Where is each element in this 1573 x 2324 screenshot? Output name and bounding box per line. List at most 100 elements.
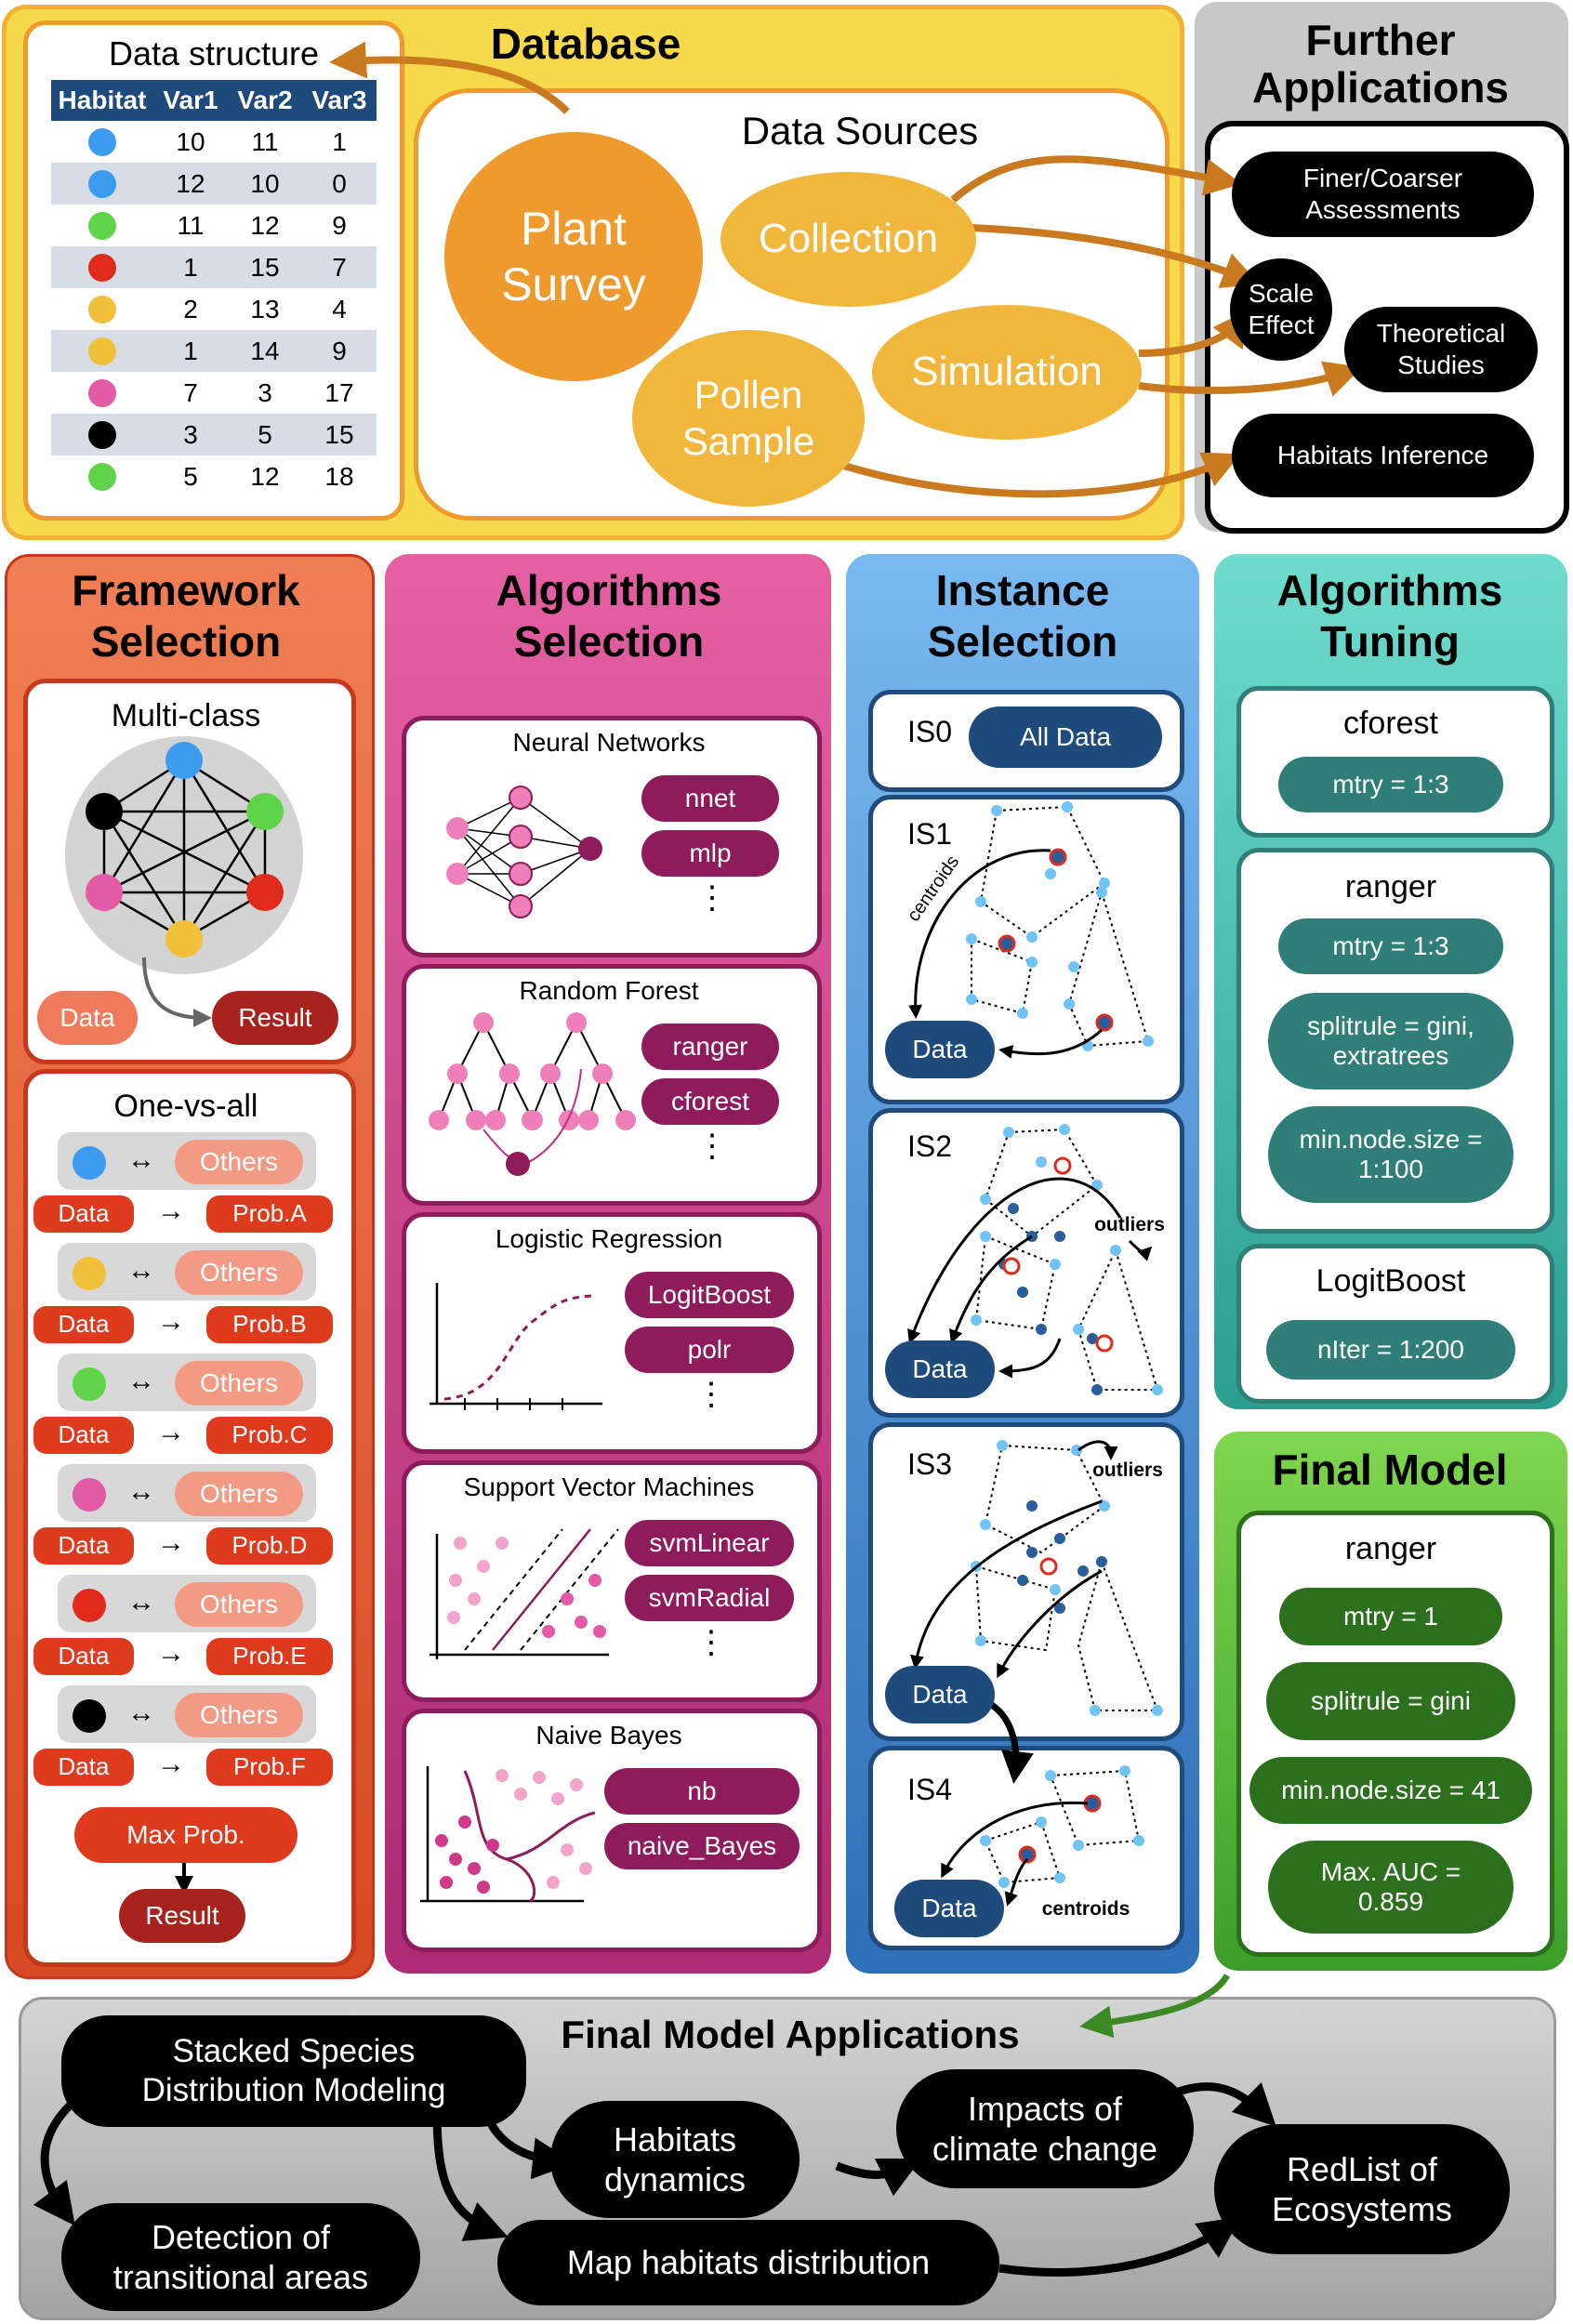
edge-simulation-to-scale <box>1138 309 1250 357</box>
data-point <box>1017 1008 1028 1019</box>
table-cell: 10 <box>250 168 280 198</box>
right-arrow-icon: → <box>157 1749 185 1779</box>
edge-collection-to-finer <box>950 155 1242 204</box>
table-header: Habitat Var1 Var2 Var3 <box>51 80 377 121</box>
ova-data-node: Data <box>33 1195 134 1233</box>
outlier-arrow <box>1077 1440 1118 1460</box>
table-cell: 13 <box>250 294 280 324</box>
tree-output-node <box>506 1152 530 1176</box>
cluster-outline <box>984 1445 1106 1554</box>
algo-group-title: Neural Networks <box>512 728 706 757</box>
tree-node <box>578 1110 599 1130</box>
data-point <box>971 1314 982 1326</box>
table-cell-habitat <box>51 462 153 491</box>
habitat-swatch <box>88 378 116 407</box>
table-cell: 4 <box>332 294 347 324</box>
map-distribution-node: Map habitats distribution <box>497 2220 999 2305</box>
table-cell: 15 <box>250 252 280 282</box>
kept-point <box>1026 1547 1038 1558</box>
kept-point <box>1091 1384 1103 1395</box>
nn-input-node <box>446 863 469 885</box>
climate-change-node: Impacts of climate change <box>896 2069 1194 2188</box>
habitats-dynamics-node: Habitats dynamics <box>550 2101 800 2218</box>
removed-centroid <box>1002 1257 1021 1275</box>
tree-vote-edge <box>524 1068 582 1165</box>
svm-point <box>575 1616 588 1629</box>
all-data-node: All Data <box>969 706 1162 768</box>
final-node-size-param: min.node.size = 41 <box>1249 1757 1532 1824</box>
tuning-ranger-title: ranger <box>1344 869 1437 905</box>
pair-arrow-icon: ↔ <box>127 1697 155 1728</box>
centroid-point <box>998 934 1016 953</box>
pair-arrow-icon: ↔ <box>127 1144 155 1175</box>
algo-group-title: Logistic Regression <box>495 1224 723 1253</box>
data-sources-title: Data Sources <box>741 109 979 152</box>
table-cell: 12 <box>176 168 205 198</box>
algo-method-pill: svmRadial <box>625 1575 794 1621</box>
data-point <box>975 896 986 907</box>
removed-centroid <box>1095 1334 1114 1353</box>
is3-outliers-label: outliers <box>1092 1459 1163 1481</box>
others-node: Others <box>175 1582 303 1627</box>
data-point <box>1003 1127 1014 1138</box>
svm-margin <box>464 1528 563 1651</box>
svm-point <box>588 1574 601 1587</box>
data-point <box>1036 1156 1047 1168</box>
collection-node: Collection <box>720 172 976 307</box>
instance-title: Instance Selection <box>927 566 1118 667</box>
tree-node <box>592 1063 613 1084</box>
habitat-swatch <box>88 169 116 198</box>
prob-node: Prob.A <box>206 1195 333 1233</box>
nb-point <box>449 1853 462 1866</box>
table-cell: 12 <box>250 210 280 240</box>
data-point <box>980 1835 991 1846</box>
nb-point <box>496 1769 509 1782</box>
redlist-node: RedList of Ecosystems <box>1214 2124 1510 2254</box>
algo-group-title: Support Vector Machines <box>463 1472 755 1501</box>
algo-method-pill: cforest <box>641 1078 779 1125</box>
finer-coarser-node: Finer/Coarser Assessments <box>1232 152 1534 237</box>
is3-label: IS3 <box>906 1447 953 1481</box>
centroid-arrow <box>1004 1857 1029 1907</box>
data-point <box>997 1440 1008 1451</box>
selection-arrow <box>910 1499 1103 1670</box>
data-point <box>1068 961 1079 972</box>
nb-point <box>579 1862 592 1875</box>
algo-method-pill: svmLinear <box>625 1520 794 1566</box>
nn-hidden-node <box>509 862 533 886</box>
prob-node: Prob.C <box>206 1417 333 1454</box>
kept-point <box>1008 1203 1019 1214</box>
cluster-outline <box>979 805 1106 939</box>
selection-arrow <box>907 1177 1122 1344</box>
graph-edge <box>182 811 267 940</box>
algo-method-pill: LogitBoost <box>625 1272 794 1318</box>
selection-arrow <box>998 1338 1062 1379</box>
data-point <box>1026 931 1038 943</box>
table-cell: 11 <box>251 126 279 156</box>
table-cell: 17 <box>324 377 354 407</box>
tuning-logitboost-title: LogitBoost <box>1315 1263 1466 1299</box>
algo-group-title: Random Forest <box>519 976 699 1005</box>
further-applications-title: Further Applications <box>1251 16 1510 112</box>
ova-data-node: Data <box>33 1638 134 1675</box>
data-point <box>975 1635 986 1646</box>
cluster-outline <box>974 1235 1057 1331</box>
kept-point <box>1054 1603 1065 1614</box>
data-point <box>980 1194 991 1205</box>
cluster-outline <box>975 1565 1057 1652</box>
data-structure-title: Data structure <box>108 34 320 73</box>
ranger-splitrule-param: splitrule = gini, extratrees <box>1268 993 1514 1089</box>
kept-point <box>1017 1287 1028 1298</box>
centroid-point <box>1095 1013 1114 1032</box>
graph-edge <box>102 759 186 893</box>
nb-point <box>533 1771 546 1784</box>
selection-arrow <box>997 1569 1103 1679</box>
final-mtry-param: mtry = 1 <box>1279 1588 1502 1645</box>
svm-margin <box>520 1528 619 1651</box>
data-point <box>1143 1036 1154 1047</box>
table-cell: 12 <box>250 461 280 491</box>
removed-centroid <box>1039 1557 1058 1576</box>
class-circle <box>73 1589 106 1622</box>
